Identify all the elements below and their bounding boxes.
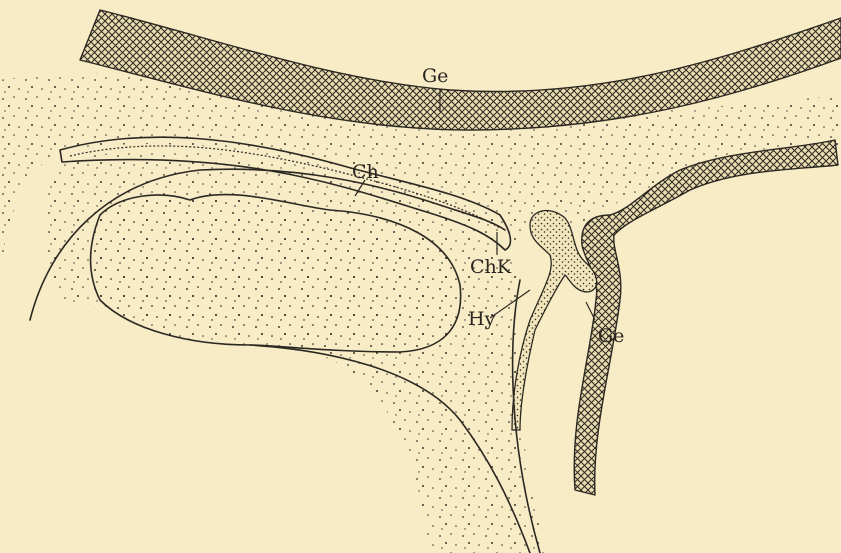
label-ge-right: Ge [598,325,624,347]
label-ge-top: Ge [422,65,448,87]
label-hy: Hy [468,308,496,330]
label-chk: ChK [470,256,512,278]
label-ch: Ch [352,161,379,183]
leader-ge-right [586,302,595,320]
